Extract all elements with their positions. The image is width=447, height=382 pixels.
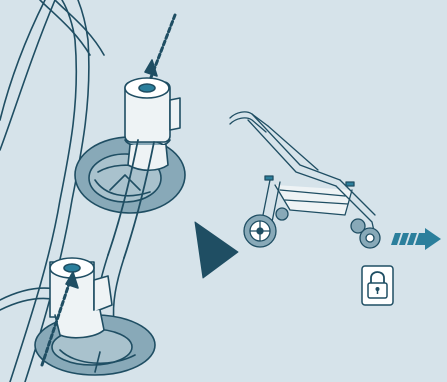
stroller-icon: [230, 112, 380, 248]
direction-arrow-icon: [391, 228, 441, 250]
lock-icon: [362, 266, 393, 305]
wheel-closeup: [0, 0, 185, 382]
upper-insertion-guide: [145, 15, 175, 80]
play-triangle-icon: [195, 222, 238, 278]
